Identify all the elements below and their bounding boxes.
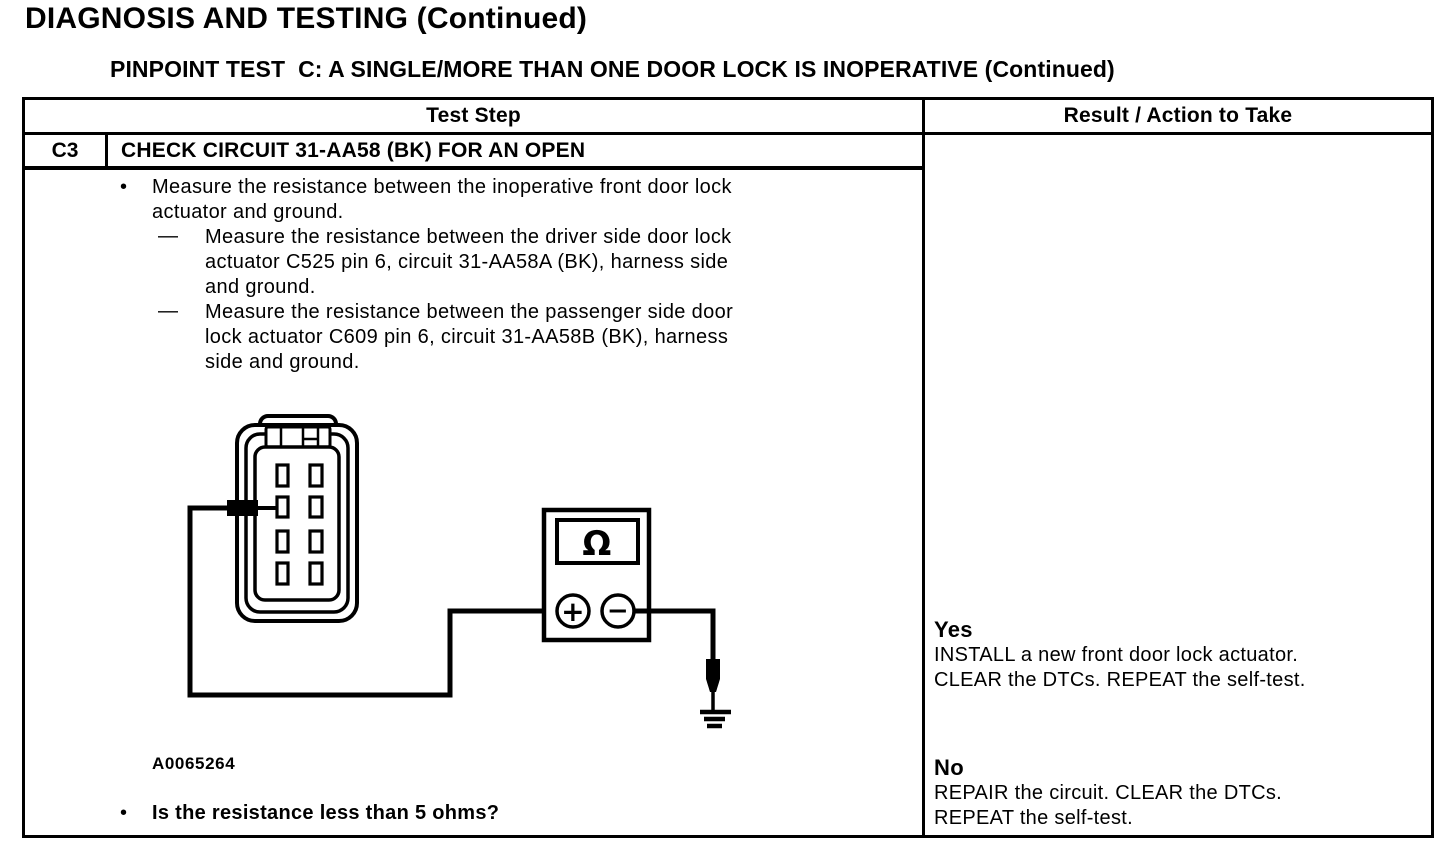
test-probe-icon xyxy=(227,500,277,516)
test-step-column: Test Step C3 CHECK CIRCUIT 31-AA58 (BK) … xyxy=(25,100,922,835)
result-cell: Yes INSTALL a new front door lock actuat… xyxy=(925,135,1431,835)
instruction-line: lock actuator C609 pin 6, circuit 31-AA5… xyxy=(205,326,729,348)
dash-icon: — xyxy=(158,225,179,247)
connector-pin xyxy=(275,561,290,586)
connector-pin xyxy=(308,561,324,586)
connector-pin xyxy=(275,463,290,488)
connector-pin xyxy=(275,529,290,554)
connector-pin xyxy=(308,495,324,519)
result-action-line: REPEAT the self-test. xyxy=(934,807,1133,829)
minus-terminal-icon xyxy=(600,593,636,629)
ground-lead-wire xyxy=(634,608,716,666)
ground-symbol-icon xyxy=(700,709,731,729)
result-yes-label: Yes xyxy=(934,617,973,642)
ohmmeter-display xyxy=(555,518,640,565)
dash-icon: — xyxy=(158,300,179,322)
result-action-line: REPAIR the circuit. CLEAR the DTCs. xyxy=(934,782,1282,804)
result-action-line: INSTALL a new front door lock actuator. xyxy=(934,644,1299,666)
connector-icon xyxy=(235,414,359,623)
connector-pins xyxy=(275,463,324,586)
pinpoint-test-subtitle: PINPOINT TEST C: A SINGLE/MORE THAN ONE … xyxy=(110,56,1115,82)
circuit-diagram: Ω + − xyxy=(187,414,731,729)
instruction-list: • Measure the resistance between the ino… xyxy=(25,175,910,375)
instruction-dash-item: — Measure the resistance between the dri… xyxy=(25,225,910,300)
connector-latch-tab xyxy=(264,425,332,449)
result-no-block: No REPAIR the circuit. CLEAR the DTCs. R… xyxy=(934,754,1423,831)
connector-pin xyxy=(308,463,324,488)
instruction-line: side and ground. xyxy=(205,351,360,373)
bullet-icon: • xyxy=(120,802,128,824)
multimeter-icon: Ω + − xyxy=(541,507,716,666)
question-label: Is the resistance less than 5 ohms? xyxy=(152,802,500,824)
result-no-label: No xyxy=(934,755,964,780)
connector-pin xyxy=(308,529,324,554)
instruction-line: actuator C525 pin 6, circuit 31-AA58A (B… xyxy=(205,251,729,273)
instruction-line: Measure the resistance between the passe… xyxy=(205,301,734,323)
step-title-cell: CHECK CIRCUIT 31-AA58 (BK) FOR AN OPEN xyxy=(121,138,586,162)
instruction-line: Measure the resistance between the inope… xyxy=(152,176,732,198)
instruction-dash-item: — Measure the resistance between the pas… xyxy=(25,300,910,375)
result-column: Result / Action to Take Yes INSTALL a ne… xyxy=(922,100,1431,835)
pinpoint-test-table: Test Step C3 CHECK CIRCUIT 31-AA58 (BK) … xyxy=(22,97,1434,838)
instruction-line: Measure the resistance between the drive… xyxy=(205,226,732,248)
test-step-column-header: Test Step xyxy=(25,100,922,135)
step-id-cell: C3 xyxy=(25,135,108,166)
plus-terminal-icon xyxy=(555,593,591,629)
step-header-row: C3 CHECK CIRCUIT 31-AA58 (BK) FOR AN OPE… xyxy=(25,135,922,170)
instruction-line: and ground. xyxy=(205,276,316,298)
test-lead-wire xyxy=(187,505,560,698)
ground-probe-icon xyxy=(706,659,720,711)
instruction-line: actuator and ground. xyxy=(152,201,344,223)
result-yes-block: Yes INSTALL a new front door lock actuat… xyxy=(934,616,1423,693)
page-title: DIAGNOSIS AND TESTING (Continued) xyxy=(25,2,588,35)
step-body-cell: • Measure the resistance between the ino… xyxy=(25,170,922,835)
result-column-header: Result / Action to Take xyxy=(925,100,1431,135)
ohm-symbol: Ω xyxy=(582,524,611,564)
instruction-bullet-item: • Measure the resistance between the ino… xyxy=(25,175,910,225)
bullet-icon: • xyxy=(120,176,128,198)
minus-symbol: − xyxy=(607,596,629,626)
plus-symbol: + xyxy=(561,595,585,628)
question-text: • Is the resistance less than 5 ohms? xyxy=(120,802,499,825)
figure-label: A0065264 xyxy=(152,754,236,773)
result-action-line: CLEAR the DTCs. REPEAT the self-test. xyxy=(934,669,1306,691)
